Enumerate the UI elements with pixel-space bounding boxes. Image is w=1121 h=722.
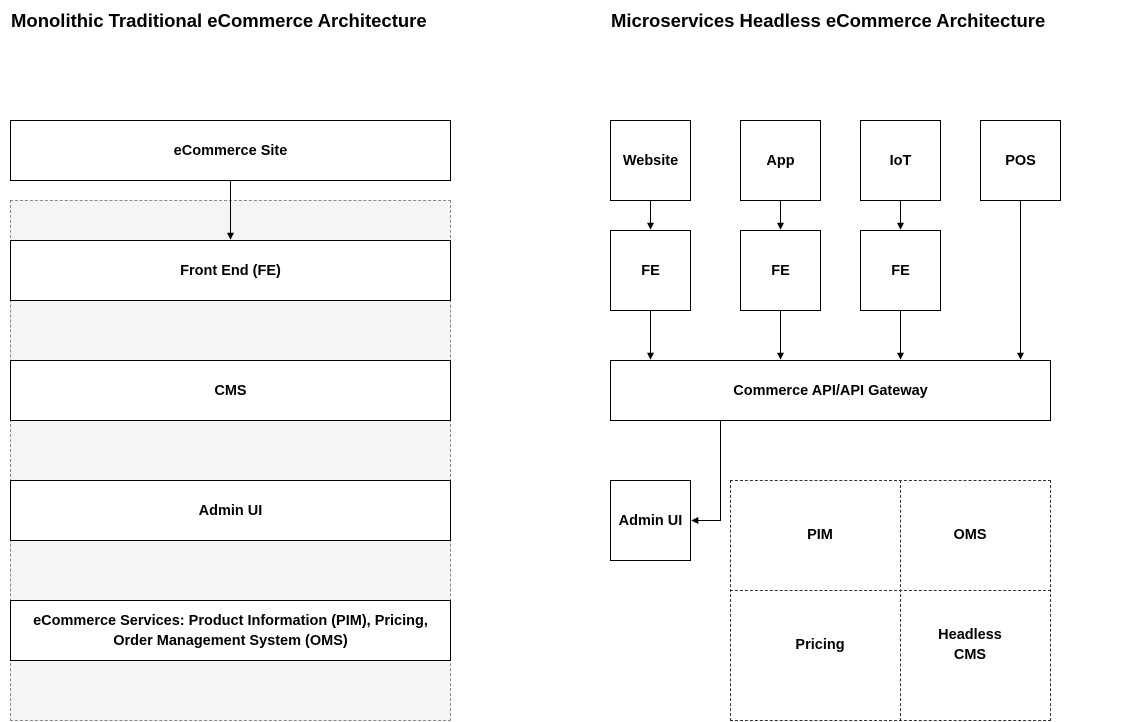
admin-ui-box[interactable]: Admin UI bbox=[10, 480, 451, 541]
front-end-box[interactable]: Front End (FE) bbox=[10, 240, 451, 301]
oms-cell[interactable]: OMS bbox=[900, 490, 1040, 580]
website-label: Website bbox=[622, 152, 679, 169]
front-end-label: Front End (FE) bbox=[180, 262, 281, 279]
services-divider-horizontal bbox=[730, 590, 1051, 591]
website-box[interactable]: Website bbox=[610, 120, 691, 201]
pricing-cell[interactable]: Pricing bbox=[740, 600, 900, 690]
app-box[interactable]: App bbox=[740, 120, 821, 201]
ecommerce-site-label: eCommerce Site bbox=[173, 143, 288, 159]
monolithic-title: Monolithic Traditional eCommerce Archite… bbox=[11, 10, 427, 31]
headless-cms-label-line2: CMS bbox=[953, 647, 987, 663]
microservices-title: Microservices Headless eCommerce Archite… bbox=[611, 10, 1046, 31]
pos-label: POS bbox=[1005, 152, 1036, 169]
oms-label: OMS bbox=[953, 527, 987, 543]
fe-website-box[interactable]: FE bbox=[610, 230, 691, 311]
ecommerce-site-box[interactable]: eCommerce Site bbox=[10, 120, 451, 181]
admin-ui-ms-label: Admin UI bbox=[618, 512, 683, 529]
fe-app-box[interactable]: FE bbox=[740, 230, 821, 311]
fe-iot-box[interactable]: FE bbox=[860, 230, 941, 311]
api-gateway-label: Commerce API/API Gateway bbox=[733, 382, 928, 399]
iot-box[interactable]: IoT bbox=[860, 120, 941, 201]
api-gateway-box[interactable]: Commerce API/API Gateway bbox=[610, 360, 1051, 421]
admin-ui-label: Admin UI bbox=[198, 502, 263, 519]
services-container bbox=[730, 480, 1051, 721]
fe-app-label: FE bbox=[771, 262, 790, 279]
headless-cms-cell[interactable]: Headless CMS bbox=[900, 600, 1040, 690]
pim-label: PIM bbox=[807, 527, 833, 543]
pos-box[interactable]: POS bbox=[980, 120, 1061, 201]
app-label: App bbox=[766, 152, 795, 169]
pim-cell[interactable]: PIM bbox=[740, 490, 900, 580]
ecommerce-services-box[interactable]: eCommerce Services: Product Information … bbox=[10, 600, 451, 661]
fe-iot-label: FE bbox=[891, 262, 910, 279]
ecommerce-services-label-line2: Order Management System (OMS) bbox=[113, 632, 348, 649]
services-divider-vertical bbox=[900, 480, 901, 721]
fe-website-label: FE bbox=[641, 262, 660, 279]
cms-label: CMS bbox=[214, 382, 247, 399]
iot-label: IoT bbox=[889, 152, 912, 169]
headless-cms-label-line1: Headless bbox=[938, 627, 1002, 643]
admin-ui-ms-box[interactable]: Admin UI bbox=[610, 480, 691, 561]
edge-gateway-to-admin bbox=[691, 421, 721, 524]
cms-box[interactable]: CMS bbox=[10, 360, 451, 421]
pricing-label: Pricing bbox=[795, 637, 845, 653]
ecommerce-services-label-line1: eCommerce Services: Product Information … bbox=[33, 612, 428, 629]
